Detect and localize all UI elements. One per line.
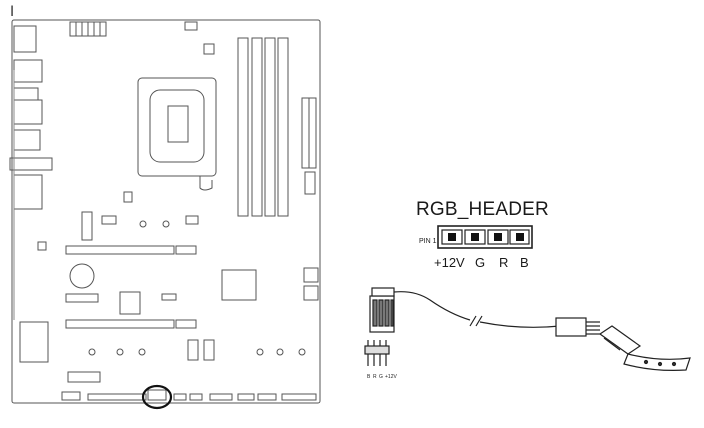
pcie-slot-latch [175,319,197,329]
usb-header [304,171,316,195]
battery-holder [65,293,99,303]
standoff [276,348,284,356]
bottom-header [237,393,255,401]
pin-label-12v: +12V [434,255,465,270]
fan-header [184,21,198,31]
cpu-socket-inner [149,89,205,163]
pcie-slot [65,245,175,255]
chipset [119,291,141,315]
small-header [161,293,177,301]
bottom-header [189,393,203,401]
io-port [19,321,49,363]
standoff [256,348,264,356]
small-chip [101,215,117,225]
bottom-header [281,393,317,401]
io-port [13,174,43,210]
io-port [13,87,39,101]
pin-label-r: R [499,255,509,270]
bottom-header [87,393,147,401]
m2-slot [81,211,93,241]
io-port [13,59,43,83]
plug-pin-label: B [367,374,371,380]
rgb-header-pin-block [437,225,533,249]
pin1-label: PIN 1 [419,238,437,245]
io-port [13,129,41,151]
front-panel-header [61,391,81,401]
cable-plug [364,287,471,366]
pcie-slot [65,319,175,329]
cpu-socket-center [167,105,189,143]
io-port [13,99,43,125]
bottom-header [173,393,187,401]
pin-label-b: B [520,255,529,270]
header-title: RGB_HEADER [416,199,549,220]
small-header [303,267,319,283]
standoff [139,220,147,228]
standoff [138,348,146,356]
plug-pin-label: R [373,374,377,380]
motherboard-outline [11,19,321,404]
bottom-header [209,393,233,401]
dimm-slot [277,37,289,217]
standoff [116,348,124,356]
m2-slot [187,339,199,361]
cmos-battery [69,263,95,289]
pin-label-g: G [475,255,486,270]
dimm-slot [264,37,276,217]
io-port [9,157,53,171]
small-chip [37,241,47,251]
fan-header [203,43,215,55]
rgb-header-onboard [147,389,167,401]
standoff [162,220,170,228]
rgb-header-highlight-ring [141,384,173,410]
m2-slot [203,339,215,361]
small-chip [185,215,199,225]
chipset-large [221,269,257,301]
text-cursor-icon: I [10,4,15,20]
dimm-slot [251,37,263,217]
small-chip [123,191,133,203]
bottom-header [257,393,277,401]
plug-pin-label: +12V [385,374,397,380]
pcie-slot-latch [175,245,197,255]
io-port [13,25,37,53]
cpu-socket [137,77,217,177]
cable-extension [469,315,691,371]
plug-pin-label: G [379,374,383,380]
standoff [298,348,306,356]
small-header [303,285,319,301]
standoff [88,348,96,356]
audio-header [67,371,101,383]
dimm-slot [237,37,249,217]
